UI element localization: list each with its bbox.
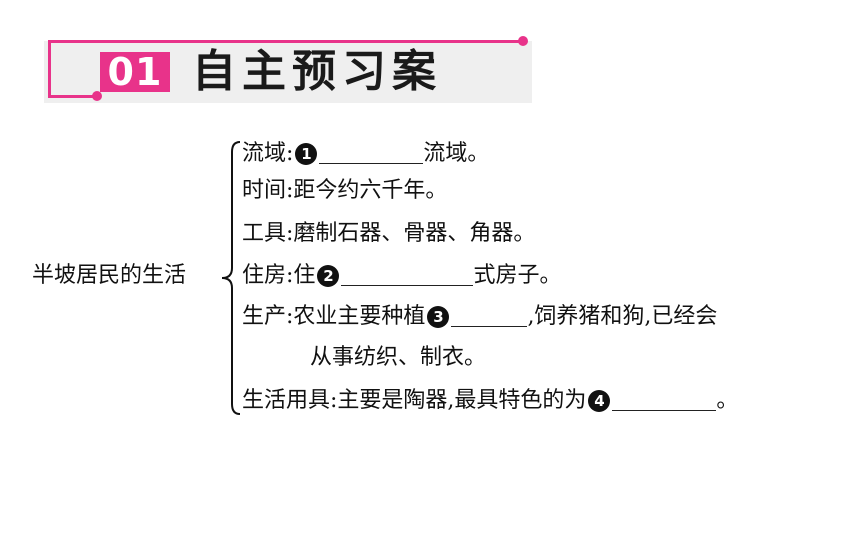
header-frame-bottom [48, 95, 98, 98]
item-text: 主要是陶器,最具特色的为 [337, 388, 587, 413]
item-label: 流域: [242, 141, 294, 166]
item-tools: 工具:磨制石器、骨器、角器。 [242, 220, 535, 248]
blank-number-4-icon: 4 [588, 390, 611, 412]
answer-blank-3[interactable] [451, 304, 528, 327]
item-label: 住房: [242, 263, 294, 288]
header-frame-left [48, 40, 51, 98]
item-production-continued: 从事纺织、制衣。 [310, 345, 487, 370]
answer-blank-1[interactable] [319, 141, 424, 164]
item-text: 。 [716, 388, 739, 413]
item-label: 时间: [242, 178, 294, 203]
item-text: 磨制石器、骨器、角器。 [293, 221, 536, 246]
item-basin: 流域:1 流域。 [242, 140, 489, 168]
item-text: 式房子。 [473, 263, 562, 288]
answer-blank-2[interactable] [341, 263, 474, 286]
header-dot-icon [92, 91, 102, 101]
section-title: 自主预习案 [192, 46, 442, 97]
item-label: 生活用具: [242, 388, 338, 413]
section-header: 01 自主预习案 [40, 36, 540, 106]
header-dot-icon [518, 36, 528, 46]
item-text: 住 [293, 263, 316, 288]
blank-number-3-icon: 3 [427, 306, 450, 328]
curly-brace-icon [221, 141, 241, 415]
item-text: 距今约六千年。 [293, 178, 448, 203]
header-frame-top [48, 40, 524, 43]
item-text: 农业主要种植 [293, 304, 426, 329]
topic-label: 半坡居民的生活 [32, 263, 187, 288]
item-label: 生产: [242, 304, 294, 329]
answer-blank-4[interactable] [612, 388, 717, 411]
section-number: 01 [100, 52, 170, 92]
blank-number-2-icon: 2 [317, 265, 340, 287]
item-time: 时间:距今约六千年。 [242, 177, 447, 205]
item-text: 流域。 [423, 141, 490, 166]
item-label: 工具: [242, 221, 294, 246]
item-text: ,饲养猪和狗,已经会 [527, 304, 718, 329]
blank-number-1-icon: 1 [295, 143, 318, 165]
